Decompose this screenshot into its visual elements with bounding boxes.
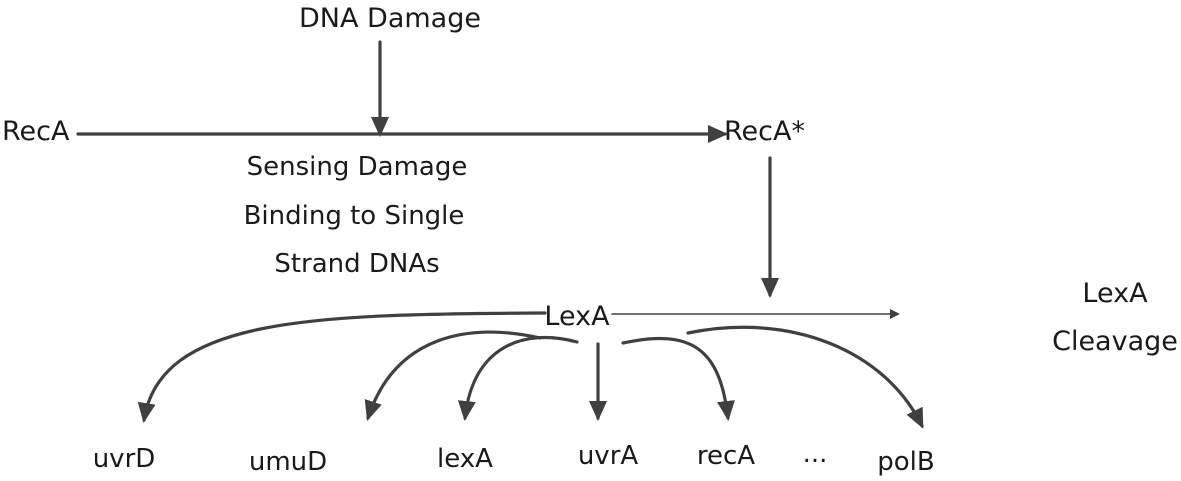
gene-uvra: uvrA (578, 441, 639, 471)
gene-lexa: lexA (437, 444, 493, 474)
lexa-cleavage-line-1: LexA (1082, 278, 1148, 309)
dna-damage-label: DNA Damage (299, 3, 481, 34)
lexa-to-lexa-gene-arrow (457, 335, 579, 421)
lexa-to-polb-arrow (686, 325, 924, 429)
sensing-damage-line-1: Sensing Damage (247, 152, 468, 182)
sensing-damage-line-3: Strand DNAs (274, 249, 439, 279)
gene-umud: umuD (249, 447, 327, 477)
lexa-cleavage-line-2: Cleavage (1052, 326, 1178, 357)
sensing-damage-line-2: Binding to Single (244, 201, 465, 231)
reca-star-label: RecA* (724, 116, 805, 147)
gene-polb: polB (877, 447, 934, 477)
lexa-label: LexA (544, 301, 610, 332)
lexa-to-uvrd-arrow (137, 311, 547, 423)
gene-reca: recA (697, 441, 755, 471)
reca-label: RecA (2, 116, 70, 147)
gene-ellipsis: ... (803, 439, 828, 469)
lexa-to-umud-arrow (364, 330, 542, 421)
lexa-to-reca-gene-arrow (621, 336, 735, 421)
gene-uvrd: uvrD (93, 444, 156, 474)
